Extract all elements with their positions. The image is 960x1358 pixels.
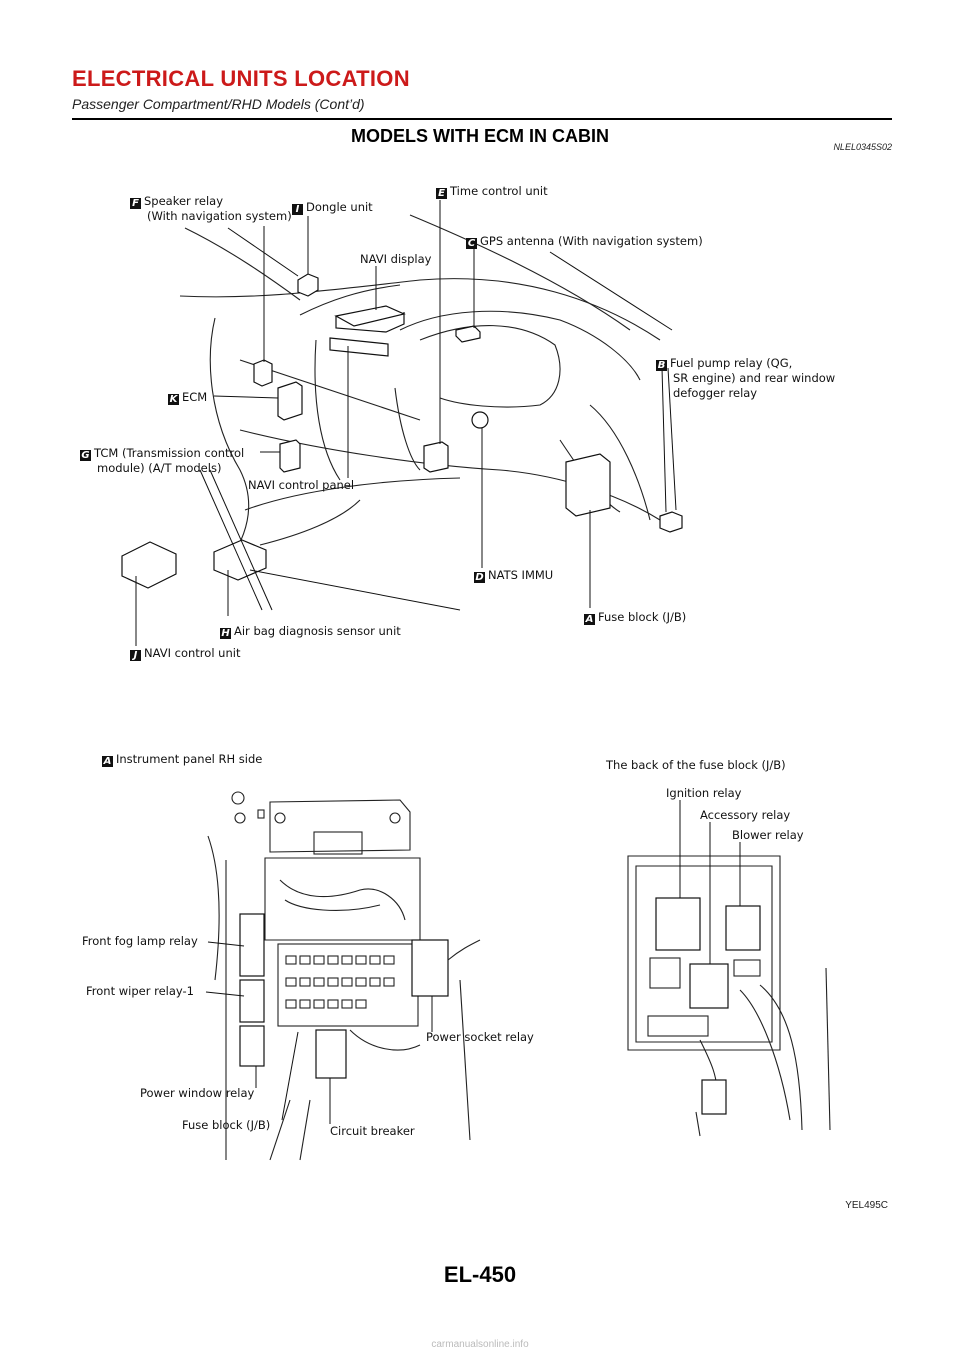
- badge-icon: A: [584, 614, 595, 625]
- label-accessory-relay: Accessory relay: [700, 808, 791, 822]
- upper-leader-lines: [135, 200, 677, 646]
- figure-reference: YEL495C: [845, 1200, 888, 1211]
- label-front-fog-lamp-relay: Front fog lamp relay: [82, 934, 198, 948]
- header-divider: [72, 118, 892, 120]
- label-circuit-breaker: Circuit breaker: [330, 1124, 415, 1138]
- label-navi-display: NAVI display: [360, 252, 432, 266]
- label-blower-relay: Blower relay: [732, 828, 804, 842]
- badge-icon: F: [130, 198, 141, 209]
- label-ignition-relay: Ignition relay: [666, 786, 742, 800]
- label-power-socket-relay: Power socket relay: [426, 1030, 534, 1044]
- fuse-block-back-drawing: [627, 855, 831, 1137]
- badge-icon: C: [466, 238, 477, 249]
- badge-icon: D: [474, 572, 485, 583]
- badge-icon: G: [80, 450, 91, 461]
- label-fuse-block-jb: Fuse block (J/B): [182, 1118, 271, 1132]
- upper-components: [121, 273, 683, 589]
- section-title: MODELS WITH ECM IN CABIN: [351, 126, 609, 146]
- label-power-window-relay: Power window relay: [140, 1086, 255, 1100]
- footer-watermark: carmanualsonline.info: [431, 1339, 529, 1350]
- page-header-subtitle: Passenger Compartment/RHD Models (Cont’d…: [72, 96, 365, 112]
- section-code: NLEL0345S02: [833, 142, 892, 152]
- label-back-of-fuse-block: The back of the fuse block (J/B): [606, 758, 786, 772]
- label-navi-control-panel: NAVI control panel: [248, 478, 355, 492]
- label-front-wiper-relay: Front wiper relay-1: [86, 984, 194, 998]
- badge-icon: B: [656, 360, 667, 371]
- badge-icon: K: [168, 394, 179, 405]
- page-number: EL-450: [443, 1262, 517, 1287]
- page-header-title: ELECTRICAL UNITS LOCATION: [72, 66, 410, 91]
- fuse-block-back-leader-lines: [679, 800, 741, 964]
- badge-icon: J: [130, 650, 141, 661]
- badge-icon: H: [220, 628, 231, 639]
- dashboard-drawing: [179, 214, 661, 561]
- badge-icon: E: [436, 188, 447, 199]
- badge-icon: A: [102, 756, 113, 767]
- badge-icon: I: [292, 204, 303, 215]
- instrument-panel-leader-lines: [205, 941, 433, 1124]
- instrument-panel-drawing: [207, 791, 481, 1161]
